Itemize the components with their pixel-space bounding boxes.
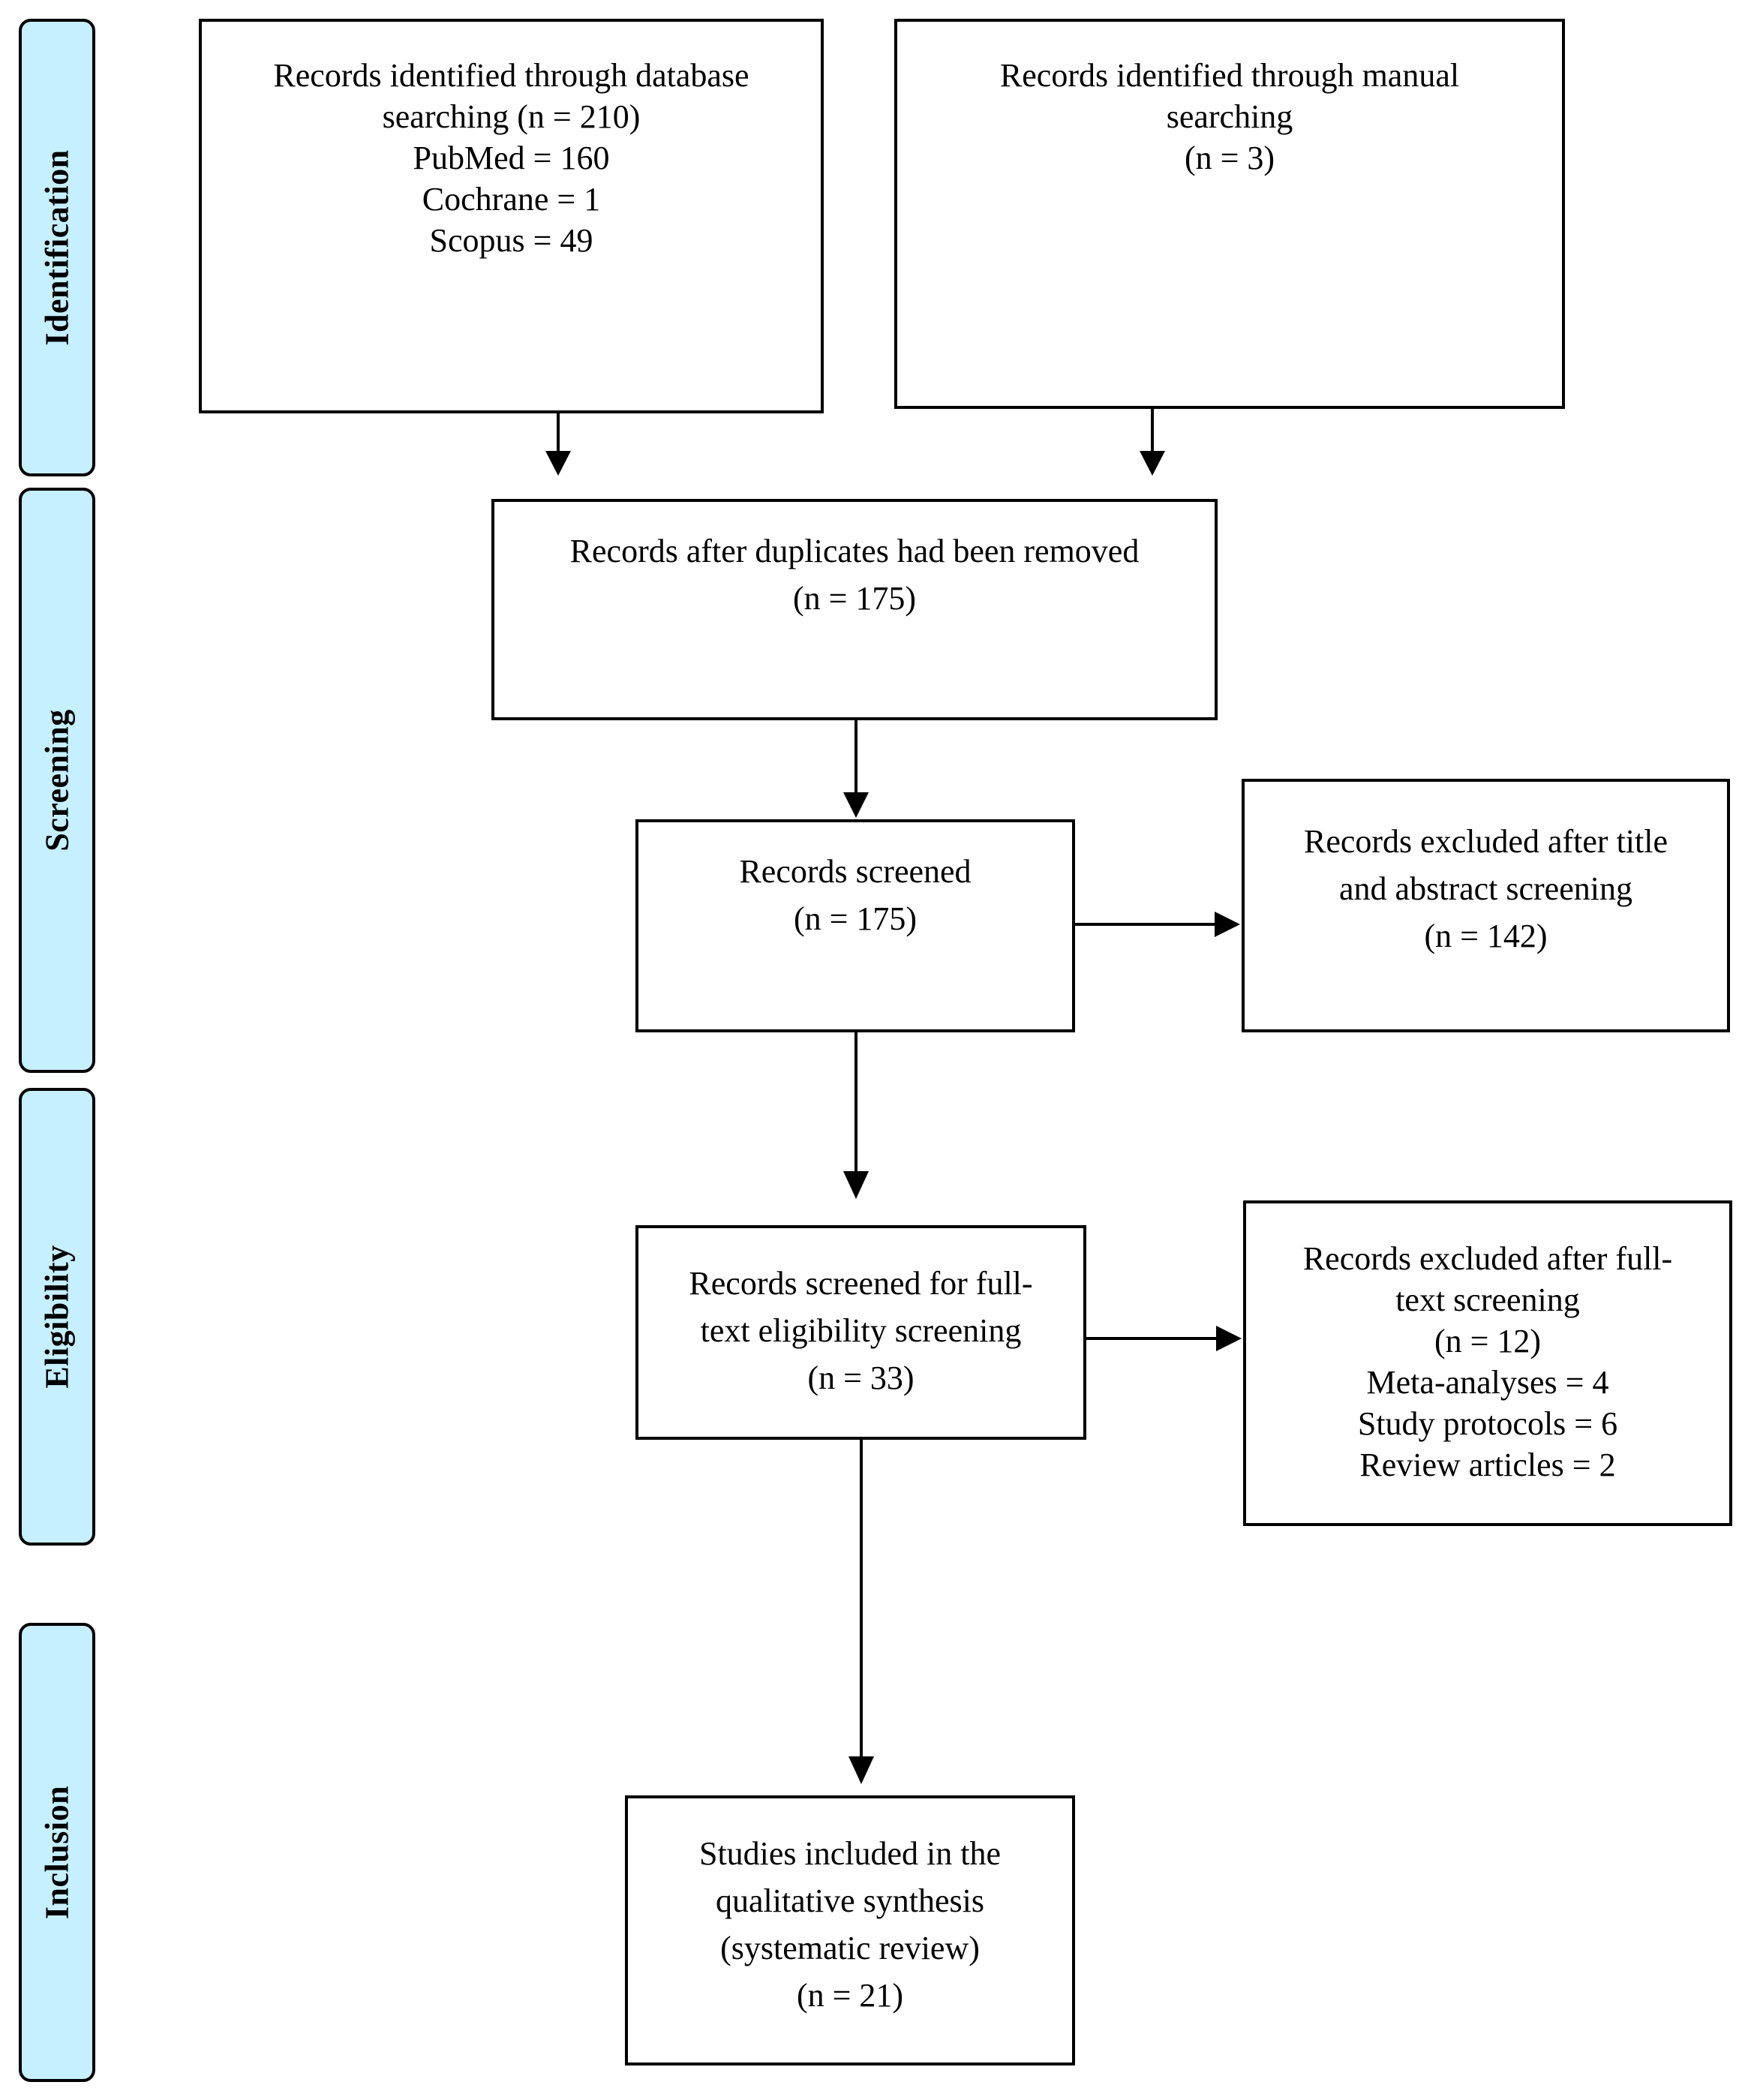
box-line: Review articles = 2 (1359, 1447, 1616, 1483)
box-line: text screening (1395, 1281, 1580, 1318)
box-line: qualitative synthesis (715, 1882, 985, 1919)
box-line: (n = 175) (793, 900, 918, 937)
box-line: Meta-analyses = 4 (1366, 1364, 1609, 1401)
box-line: Records after duplicates had been remove… (569, 533, 1140, 569)
box-line: Records excluded after title (1303, 823, 1668, 860)
arrowhead (848, 1756, 874, 1784)
arrowhead (1140, 451, 1165, 476)
box-line: Study protocols = 6 (1357, 1405, 1618, 1442)
database-search-box: Records identified through database sear… (199, 19, 824, 413)
arrowhead (1215, 912, 1240, 937)
arrowhead (1216, 1326, 1242, 1351)
box-line: (n = 21) (796, 1977, 904, 2014)
box-line: Cochrane = 1 (422, 181, 601, 218)
included-studies-box: Studies included in the qualitative synt… (625, 1795, 1075, 2065)
box-line: (n = 175) (792, 580, 917, 617)
phase-screening: Screening (19, 488, 95, 1073)
box-line: Records screened (739, 853, 972, 890)
manual-search-box: Records identified through manual search… (894, 19, 1565, 409)
phase-identification: Identification (19, 19, 95, 476)
arrowhead (545, 451, 571, 476)
records-screened-box: Records screened (n = 175) (635, 819, 1075, 1032)
box-line: text eligibility screening (700, 1312, 1022, 1349)
box-line: (n = 33) (807, 1359, 915, 1396)
arrowhead (843, 1171, 869, 1199)
box-line: PubMed = 160 (413, 140, 610, 176)
box-line: (systematic review) (720, 1930, 980, 1966)
box-line: Studies included in the (698, 1835, 1002, 1872)
phase-inclusion: Inclusion (19, 1623, 95, 2082)
box-line: and abstract screening (1339, 870, 1632, 907)
duplicates-removed-box: Records after duplicates had been remove… (491, 499, 1218, 720)
box-line: Records screened for full- (689, 1265, 1033, 1302)
box-line: Records identified through manual (999, 57, 1460, 94)
fulltext-screened-box: Records screened for full- text eligibil… (635, 1225, 1086, 1440)
box-line: (n = 3) (1184, 140, 1275, 176)
box-line: Records identified through database (273, 57, 749, 94)
box-line: searching (1166, 98, 1293, 135)
arrowhead (843, 792, 869, 818)
box-line: (n = 12) (1434, 1323, 1542, 1359)
excluded-title-abstract-box: Records excluded after title and abstrac… (1242, 779, 1730, 1032)
phase-eligibility: Eligibility (19, 1088, 95, 1546)
excluded-fulltext-box: Records excluded after full- text screen… (1243, 1200, 1732, 1526)
box-line: searching (n = 210) (382, 98, 641, 135)
box-line: (n = 142) (1424, 918, 1548, 954)
box-line: Scopus = 49 (429, 222, 593, 259)
box-line: Records excluded after full- (1302, 1240, 1673, 1277)
